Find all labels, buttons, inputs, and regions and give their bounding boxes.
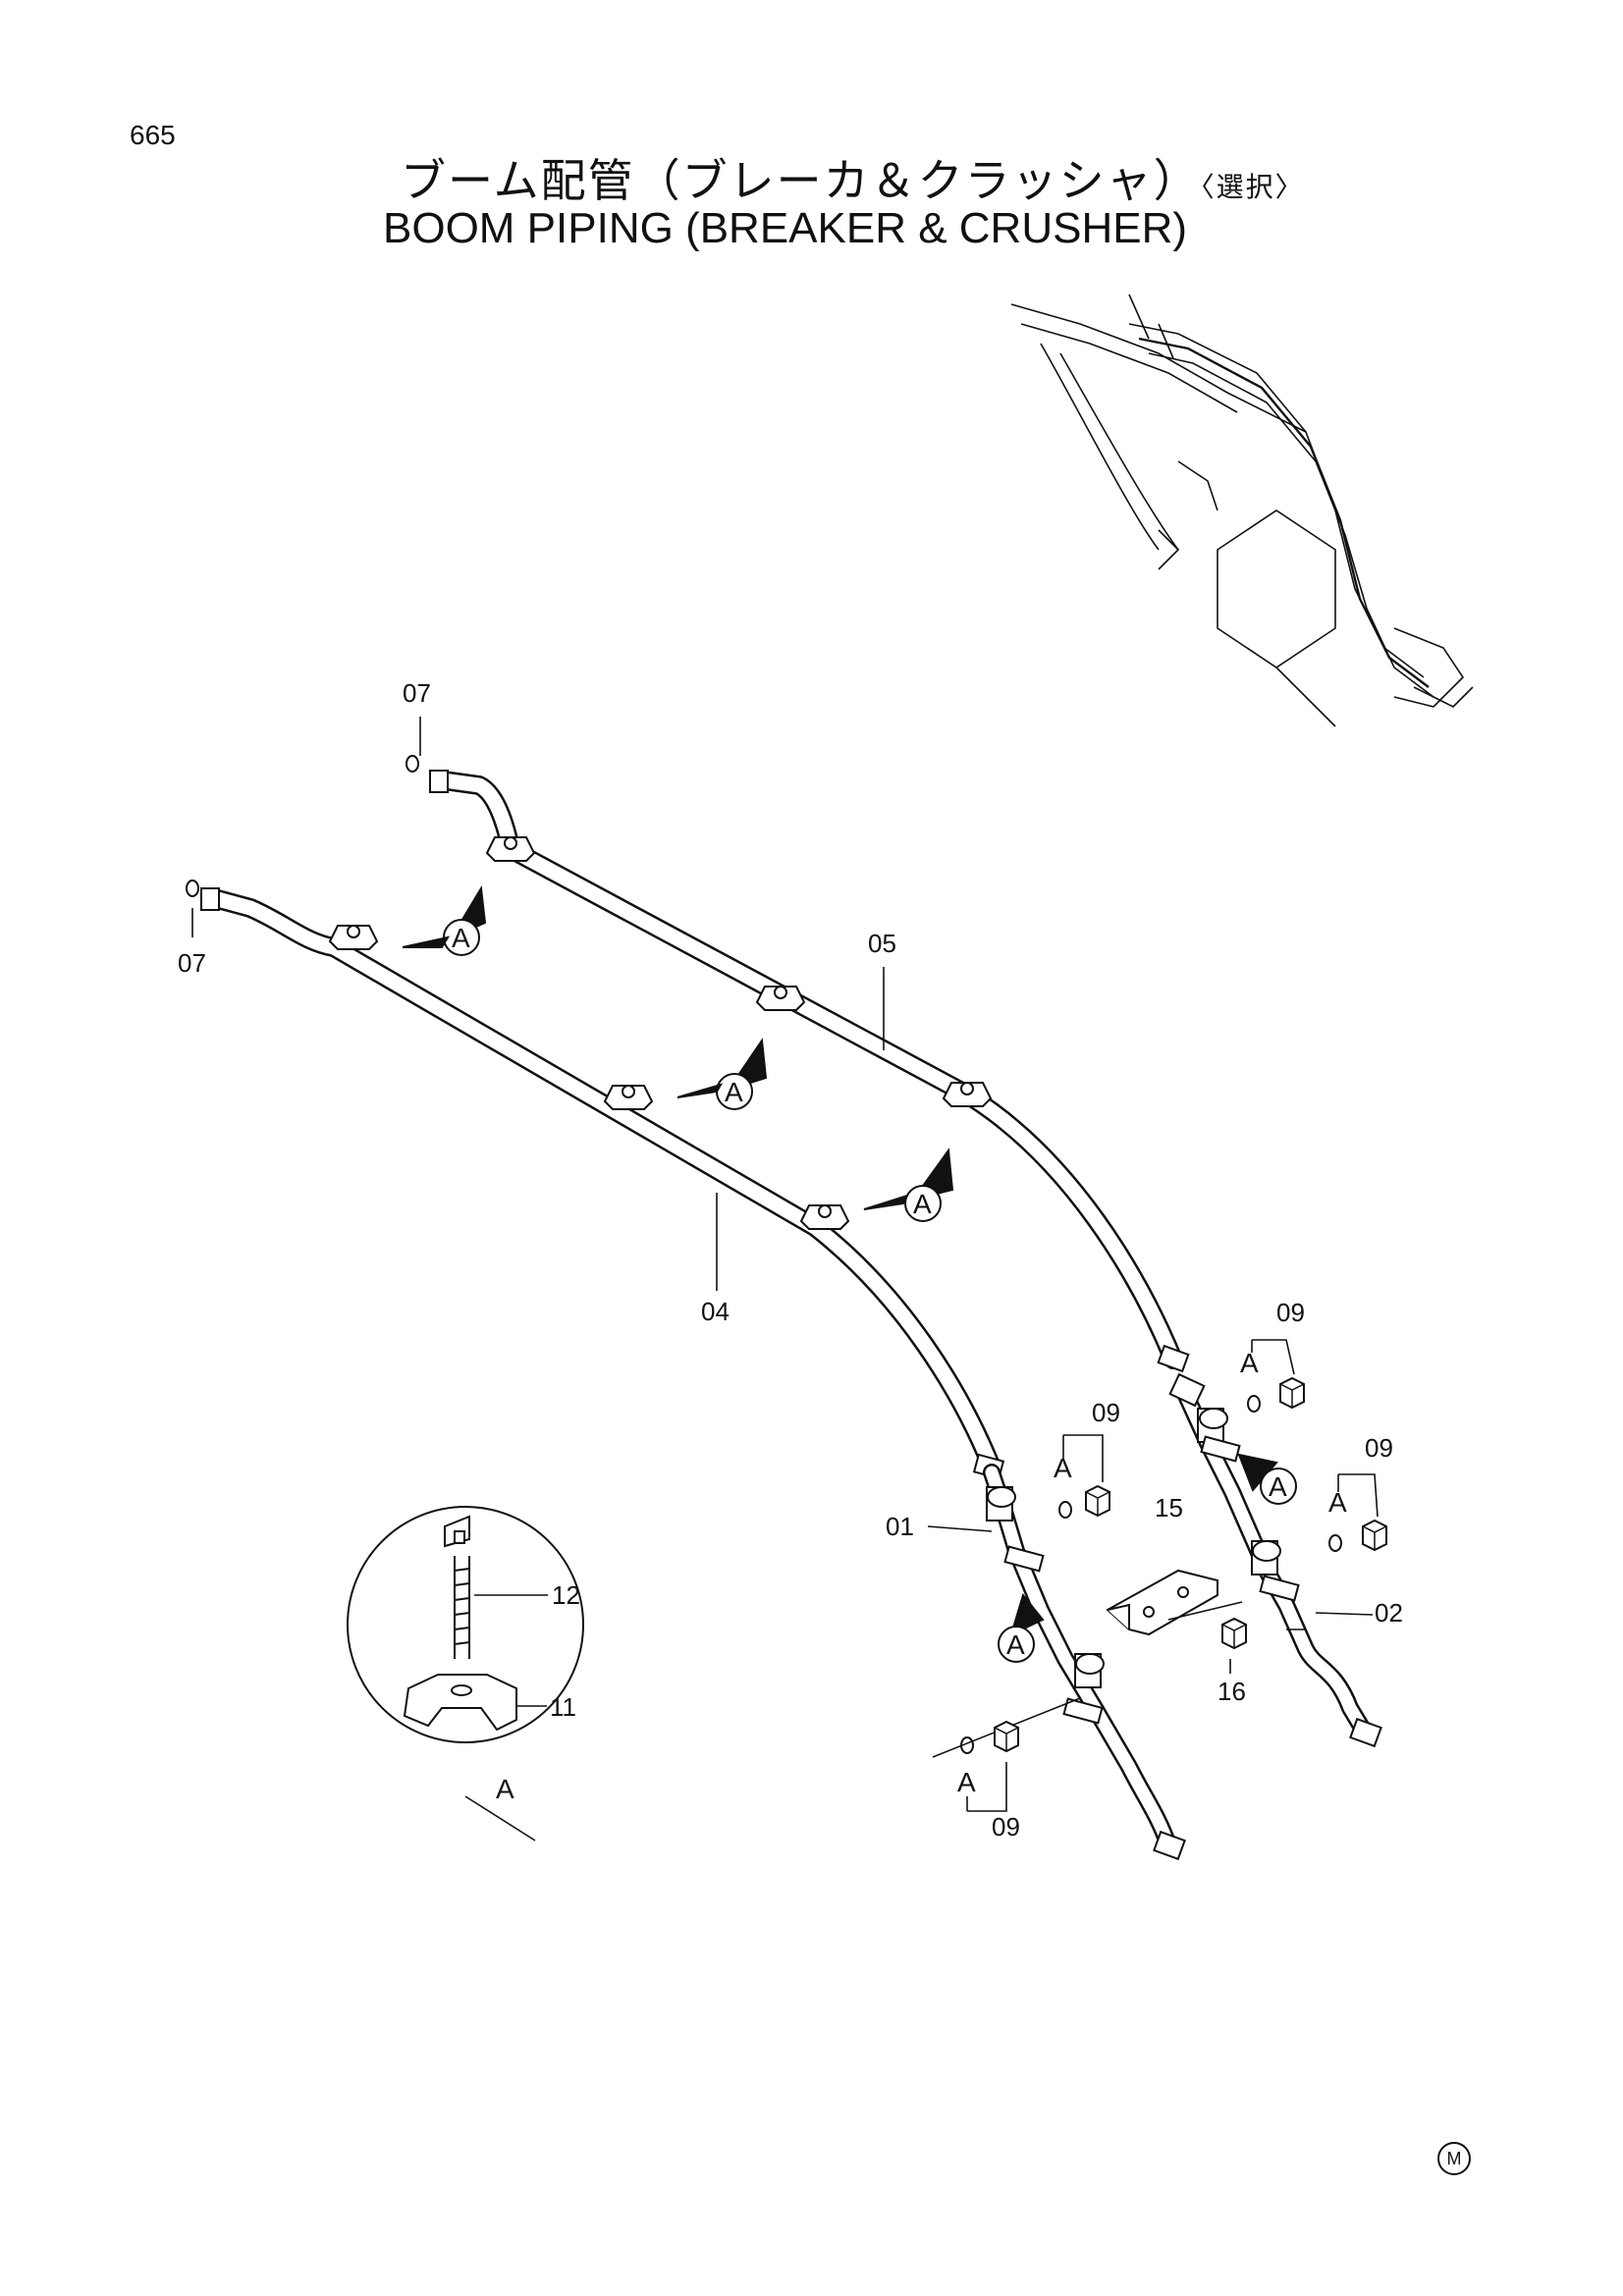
view-a-markers	[402, 884, 1297, 1663]
view-letter-4: A	[1269, 1471, 1287, 1502]
sub-letter-2: A	[1054, 1453, 1072, 1483]
machine-overview-illustration	[1010, 294, 1474, 727]
view-letter-2: A	[725, 1077, 743, 1107]
page-number: 665	[130, 120, 176, 150]
part-label-07-left: 07	[178, 948, 206, 978]
sub-letter-4: A	[957, 1767, 976, 1797]
view-letter-3: A	[913, 1189, 932, 1219]
part-label-09-d: 09	[992, 1812, 1020, 1842]
manufacturer-mark: M	[1437, 2142, 1471, 2175]
view-letter-1: A	[452, 923, 470, 953]
part-label-09-b: 09	[1092, 1398, 1120, 1427]
title-japanese-main: ブーム配管（ブレーカ＆クラッシャ）	[401, 154, 1201, 207]
part-label-04: 04	[701, 1297, 730, 1326]
detail-letter: A	[496, 1774, 514, 1804]
part-label-16: 16	[1217, 1677, 1246, 1706]
part-label-02: 02	[1375, 1598, 1403, 1628]
part-label-05: 05	[868, 929, 896, 958]
part-label-01: 01	[886, 1512, 914, 1541]
part-label-09-c: 09	[1365, 1433, 1393, 1463]
sub-letter-1: A	[1240, 1348, 1259, 1378]
part-label-07-top: 07	[403, 678, 431, 708]
pipe-04	[200, 887, 1005, 1480]
title-japanese: ブーム配管（ブレーカ＆クラッシャ）〈選択〉	[401, 145, 1305, 210]
orings-07	[186, 755, 419, 897]
sub-letter-3: A	[1328, 1487, 1347, 1518]
part-label-09-a: 09	[1276, 1298, 1305, 1327]
detail-a-view	[347, 1506, 584, 1743]
tee-assembly-01	[932, 1464, 1186, 1861]
title-english: BOOM PIPING (BREAKER & CRUSHER)	[383, 204, 1188, 252]
tee-assembly-02	[1168, 1372, 1382, 1748]
bracket-15	[1106, 1569, 1218, 1636]
view-letter-5: A	[1006, 1629, 1025, 1660]
clamps	[329, 836, 992, 1230]
pipe-05	[429, 770, 1190, 1373]
part-label-15: 15	[1155, 1493, 1183, 1522]
bolt-16	[1221, 1618, 1247, 1649]
part-label-11: 11	[550, 1692, 576, 1722]
leader-lines	[191, 717, 1379, 1842]
part-label-12: 12	[552, 1580, 580, 1610]
title-japanese-option: 〈選択〉	[1200, 171, 1305, 203]
